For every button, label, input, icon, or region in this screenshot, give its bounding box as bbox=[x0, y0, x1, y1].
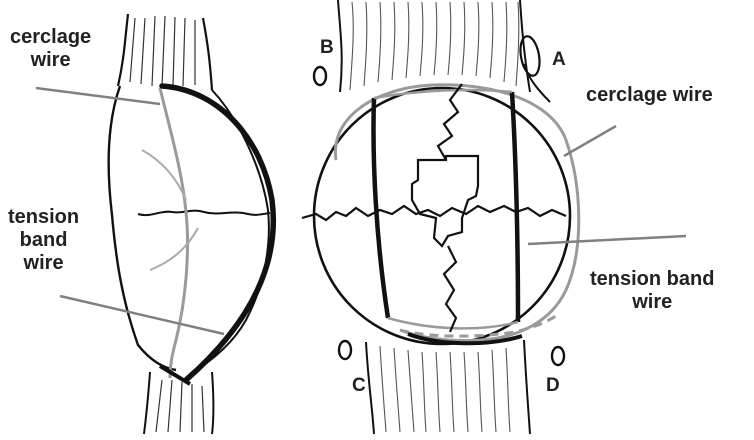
point-label-d: D bbox=[546, 376, 560, 395]
patellar-tendon-border-back bbox=[212, 372, 214, 434]
label-left-tension-line1: tension bbox=[8, 206, 79, 229]
k-wire-left bbox=[374, 98, 388, 318]
fracture-line-vertical-upper bbox=[438, 84, 462, 160]
label-right-tension-line2: wire bbox=[590, 291, 714, 314]
marker-c bbox=[339, 341, 351, 359]
label-left-tension-line3: wire bbox=[8, 252, 79, 275]
tendon-border-back bbox=[203, 18, 212, 90]
patella-outline-lateral bbox=[109, 86, 176, 370]
leader-line-right-tension bbox=[528, 236, 686, 244]
patellar-tendon-frontal bbox=[380, 346, 510, 432]
cerclage-wire-lateral bbox=[160, 88, 188, 378]
k-wire-right bbox=[512, 92, 518, 322]
tension-band-wire-lateral bbox=[162, 86, 273, 380]
label-right-cerclage-wire: cerclage wire bbox=[586, 84, 713, 107]
quadriceps-tendon-lateral bbox=[130, 16, 195, 86]
marker-b bbox=[314, 67, 326, 85]
point-label-c: C bbox=[352, 376, 366, 395]
fracture-line-lateral bbox=[138, 211, 270, 216]
wire-loop-a bbox=[518, 35, 543, 78]
leader-line-left-cerclage bbox=[36, 88, 160, 104]
leader-line-left-tension bbox=[60, 296, 224, 334]
point-label-b: B bbox=[320, 38, 334, 57]
label-right-cerclage: cerclage wire bbox=[586, 84, 713, 107]
fracture-line-vertical-lower bbox=[444, 246, 456, 332]
marker-d bbox=[552, 347, 564, 365]
patella-outline-frontal bbox=[314, 88, 570, 344]
tendon-border-front bbox=[118, 14, 128, 86]
label-right-tension-line1: tension band bbox=[590, 268, 714, 291]
patellar-tendon-border-right bbox=[524, 340, 530, 434]
label-left-cerclage-line1: cerclage bbox=[10, 26, 91, 49]
point-label-a: A bbox=[552, 50, 566, 69]
quad-tendon-border-left bbox=[338, 0, 342, 92]
frontal-view bbox=[302, 0, 686, 434]
label-left-cerclage-wire: cerclage wire bbox=[10, 26, 91, 72]
label-left-tension-band-wire: tension band wire bbox=[8, 206, 79, 275]
label-right-tension-band-wire: tension band wire bbox=[590, 268, 714, 314]
patellar-tendon-border-left bbox=[366, 342, 374, 434]
quadriceps-tendon-frontal bbox=[350, 2, 519, 90]
label-left-cerclage-line2: wire bbox=[10, 49, 91, 72]
patellar-tendon-border-front bbox=[144, 372, 150, 434]
leader-line-right-cerclage bbox=[564, 126, 616, 156]
label-left-tension-line2: band bbox=[8, 229, 79, 252]
grey-bone-sketch-2 bbox=[150, 228, 198, 270]
fracture-fragment bbox=[412, 156, 478, 246]
patellar-tendon-lateral bbox=[156, 380, 204, 432]
